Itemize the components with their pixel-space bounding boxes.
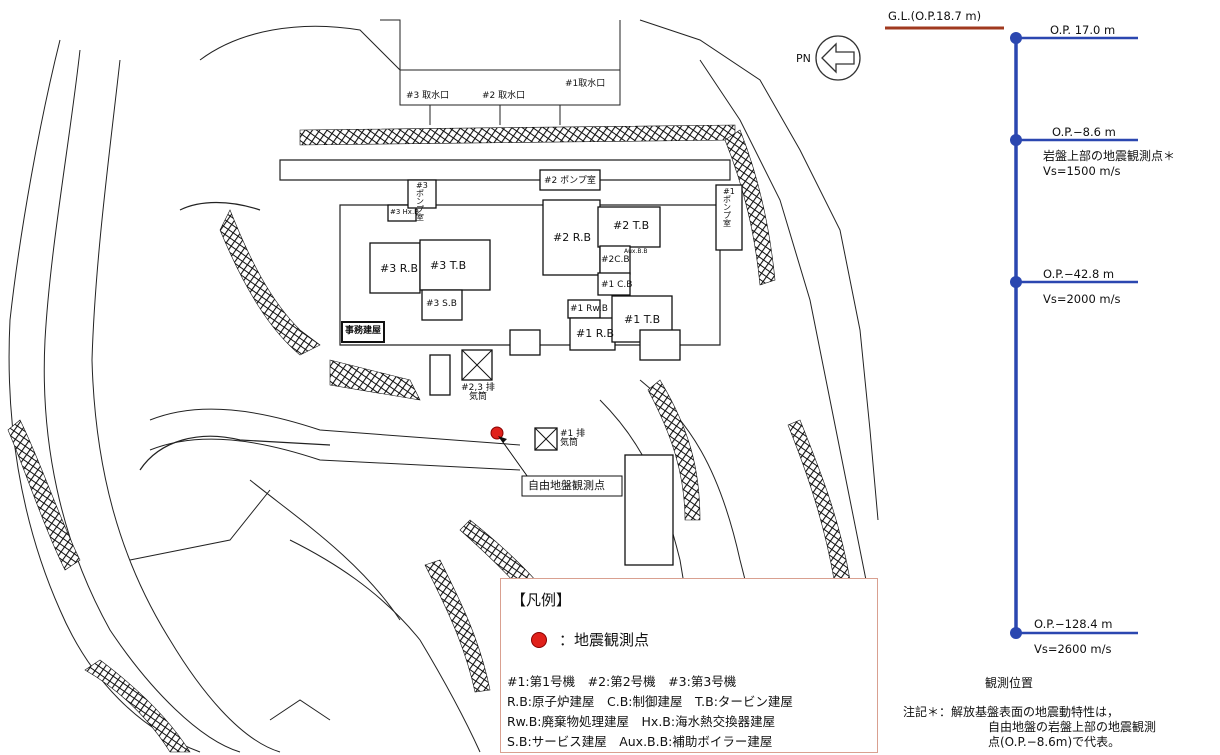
legend-title: 【凡例】 xyxy=(511,591,572,609)
label-cb1: #1 C.B xyxy=(601,280,633,290)
label-intake1: #1取水口 xyxy=(565,79,606,89)
building-pump1 xyxy=(715,184,743,251)
free-field-label: 自由地盤観測点 xyxy=(528,479,605,492)
label-rb3: #3 R.B xyxy=(380,262,419,275)
gl-label: G.L.(O.P.18.7 m) xyxy=(888,9,982,23)
label-office: 事務建屋 xyxy=(345,326,382,336)
level-label: O.P.−128.4 m xyxy=(1034,617,1113,631)
label-hx3: #3 Hx.B xyxy=(390,208,419,216)
building-cb1 xyxy=(597,272,631,296)
observation-point-marker xyxy=(490,426,623,497)
building-pump3 xyxy=(407,179,437,209)
label-tb3: #3 T.B xyxy=(430,259,467,272)
observation-dot-icon xyxy=(531,631,547,648)
label-pump2: #2 ポンプ室 xyxy=(544,176,596,186)
building-rb2 xyxy=(542,199,601,276)
level-node xyxy=(1010,134,1022,146)
level-node xyxy=(1010,627,1022,639)
legend-line: S.B:サービス建屋 Aux.B.B:補助ボイラー建屋 xyxy=(507,734,773,749)
building-hx3 xyxy=(387,204,417,222)
label-cb2: #2C.B xyxy=(601,255,630,265)
legend-line: R.B:原子炉建屋 C.B:制御建屋 T.B:タービン建屋 xyxy=(507,694,793,709)
legend-line: #1:第1号機 #2:第2号機 #3:第3号機 xyxy=(507,674,737,689)
vs-label: Vs=2600 m/s xyxy=(1034,642,1112,656)
depth-profile xyxy=(885,26,1138,639)
vs-label: Vs=2000 m/s xyxy=(1043,292,1121,306)
legend-marker-row: ：地震観測点 xyxy=(531,629,649,650)
building-pump2 xyxy=(539,169,601,191)
building-office xyxy=(341,321,385,343)
label-stack1: #1 排気筒 xyxy=(560,429,586,448)
label-sb3: #3 S.B xyxy=(426,299,457,309)
footnote-line: 点(O.P.−8.6m)で代表。 xyxy=(988,735,1121,749)
level-node xyxy=(1010,32,1022,44)
label-tb1: #1 T.B xyxy=(624,313,661,326)
level-label: O.P.−8.6 m xyxy=(1052,125,1116,139)
profile-caption: 観測位置 xyxy=(985,676,1034,690)
north-arrow-icon xyxy=(815,35,861,81)
label-tb2: #2 T.B xyxy=(613,219,650,232)
label-rwb1: #1 Rw.B xyxy=(570,304,608,314)
vs-label: Vs=1500 m/s xyxy=(1043,164,1121,178)
label-stack23: #2,3 排気筒 xyxy=(461,383,495,402)
label-pump3: #3ポンプ室 xyxy=(416,181,428,222)
label-rb1: #1 R.B xyxy=(576,327,615,340)
label-aux: Aux.B.B xyxy=(624,248,648,255)
building-tb3 xyxy=(419,239,491,291)
label-intake2: #2 取水口 xyxy=(482,91,526,101)
level-label: O.P.−42.8 m xyxy=(1043,267,1115,281)
building-rb1 xyxy=(569,317,616,351)
footnote-line: 自由地盤の岩盤上部の地震観測 xyxy=(988,720,1157,734)
north-label: PN xyxy=(796,52,811,65)
building-sb3 xyxy=(421,289,463,321)
label-rb2: #2 R.B xyxy=(553,231,592,244)
legend-box: 【凡例】 ：地震観測点 #1:第1号機 #2:第2号機 #3:第3号機 R.B:… xyxy=(500,578,878,753)
level-node xyxy=(1010,276,1022,288)
label-intake3: #3 取水口 xyxy=(406,91,450,101)
label-pump1: #1ポンプ室 xyxy=(723,187,735,228)
legend-line: Rw.B:廃棄物処理建屋 Hx.B:海水熱交換器建屋 xyxy=(507,714,776,729)
footnote-line: 注記＊：解放基盤表面の地震動特性は， xyxy=(903,705,1120,719)
rock-observation-note: 岩盤上部の地震観測点＊ xyxy=(1043,149,1176,163)
legend-marker-label: ：地震観測点 xyxy=(559,631,650,649)
level-label: O.P. 17.0 m xyxy=(1050,23,1116,37)
building-cb2 xyxy=(599,245,631,275)
